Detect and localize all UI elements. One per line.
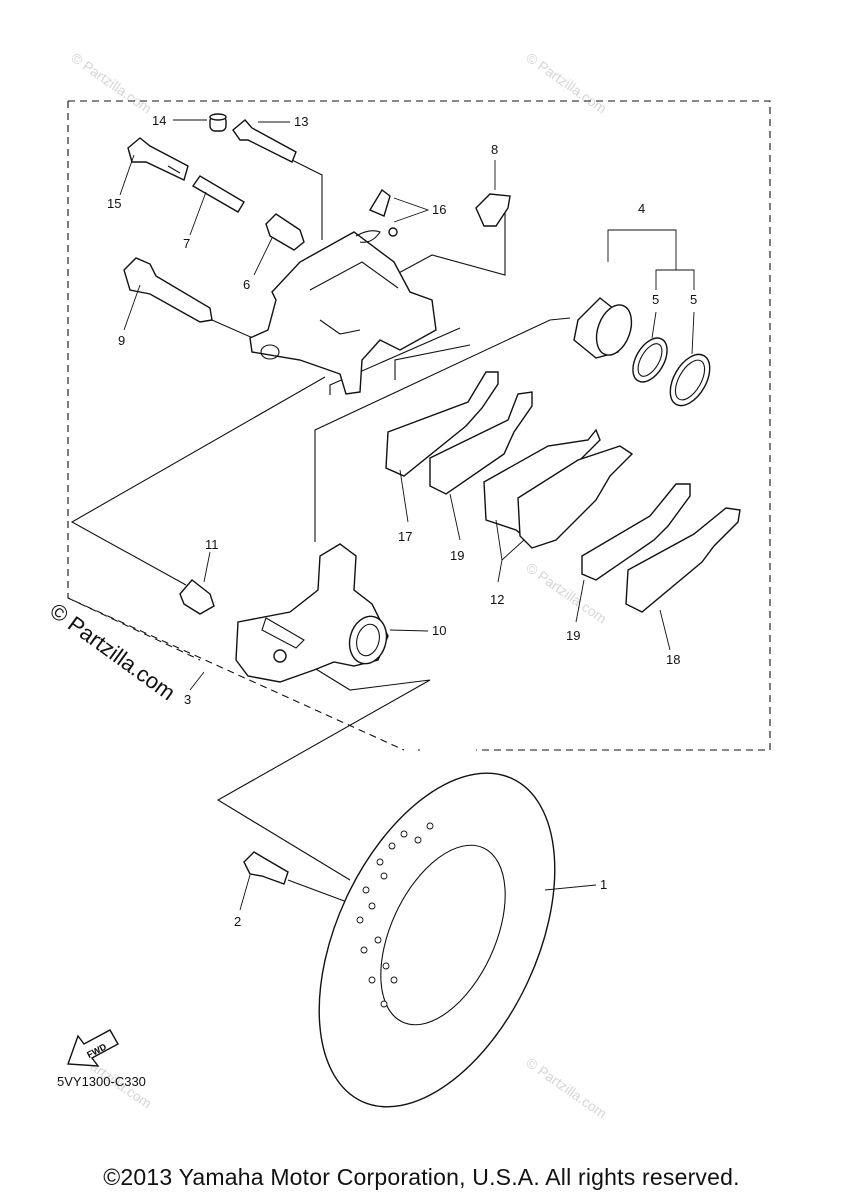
assembly-boundary-lower [67, 597, 201, 661]
callout-15: 15 [107, 196, 121, 211]
callout-16: 16 [432, 202, 446, 217]
shim-18 [625, 507, 741, 613]
seal-5b [669, 353, 711, 407]
piston-4 [573, 297, 633, 359]
callout-19b: 19 [566, 628, 580, 643]
boot-11 [179, 579, 215, 615]
diagram-code: 5VY1300-C330 [57, 1074, 146, 1089]
leader-lines [119, 119, 695, 911]
callout-5a: 5 [652, 292, 659, 307]
callout-7: 7 [183, 236, 190, 251]
callout-14: 14 [152, 113, 166, 128]
callout-6: 6 [243, 277, 250, 292]
callout-18: 18 [666, 652, 680, 667]
bolt-15 [127, 137, 189, 181]
fwd-arrow-icon: FWD [67, 1029, 119, 1067]
copyright-notice: ©2013 Yamaha Motor Corporation, U.S.A. A… [103, 1164, 740, 1190]
callout-5b: 5 [690, 292, 697, 307]
assembly-lines [70, 159, 571, 906]
callout-12: 12 [490, 592, 504, 607]
watermark-2: © Partzilla.com [523, 49, 609, 116]
disc-holes [356, 822, 434, 1008]
callout-11: 11 [205, 537, 219, 552]
disc-bolt-2 [243, 851, 289, 885]
pads-12 [483, 428, 634, 549]
callouts: 1 2 3 4 5 5 6 7 8 9 10 11 12 13 14 15 16… [107, 113, 697, 929]
callout-19a: 19 [450, 548, 464, 563]
callout-13: 13 [294, 114, 308, 129]
bushing-6 [265, 213, 305, 251]
callout-1: 1 [600, 877, 607, 892]
bleed-screw-13 [232, 119, 297, 163]
brake-disc-1 [318, 772, 556, 1108]
bolt-9 [123, 257, 213, 323]
watermark-5: © Partzilla.com [523, 1054, 609, 1121]
callout-4: 4 [638, 201, 645, 216]
callout-9: 9 [118, 333, 125, 348]
caliper-body [249, 231, 437, 395]
seal-5a [632, 337, 668, 383]
bleeder-16 [355, 188, 398, 243]
callout-10: 10 [432, 623, 446, 638]
pad-19a [429, 391, 533, 495]
callout-2: 2 [234, 914, 241, 929]
callout-3: 3 [184, 692, 191, 707]
clip-8 [475, 193, 511, 227]
pin-7 [191, 175, 245, 213]
callout-8: 8 [491, 142, 498, 157]
watermark-1: © Partzilla.com [68, 49, 154, 116]
pad-19b [581, 483, 691, 581]
shim-17 [385, 371, 499, 477]
cap-14 [209, 113, 227, 132]
callout-17: 17 [398, 529, 412, 544]
caliper-bracket-10 [235, 543, 389, 683]
